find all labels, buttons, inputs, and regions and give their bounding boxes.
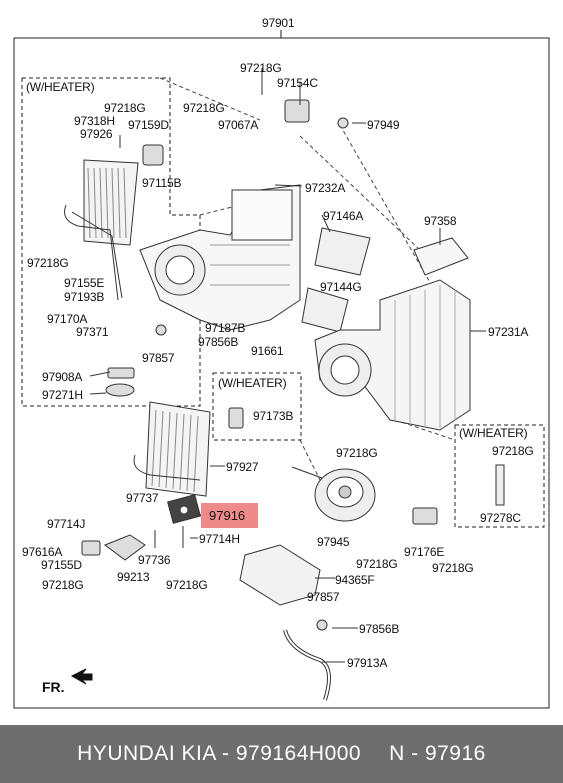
part-label: 97193B <box>64 290 105 304</box>
part-label: 97218G <box>492 444 534 458</box>
part-label: 97155E <box>64 276 105 290</box>
part-label: 97155D <box>41 558 82 572</box>
part-label: 97218G <box>27 256 69 270</box>
part-label: 97218G <box>42 578 84 592</box>
part-label: 97358 <box>424 214 457 228</box>
part-label: 97913A <box>347 656 388 670</box>
part-label: 97218G <box>183 101 225 115</box>
part-label: 97318H <box>74 114 115 128</box>
heater-group-label-left: (W/HEATER) <box>26 80 95 94</box>
part-label: 97231A <box>488 325 529 339</box>
part-label: 97926 <box>80 127 113 141</box>
part-label: 97927 <box>226 460 259 474</box>
part-label: 97170A <box>47 312 88 326</box>
part-label: 97857 <box>142 351 175 365</box>
part-label: 97218G <box>166 578 208 592</box>
part-label: 97067A <box>218 118 259 132</box>
part-label: 97146A <box>323 209 364 223</box>
part-label: 97737 <box>126 491 159 505</box>
footer-bar: HYUNDAI KIA - 979164H000 N - 97916 <box>0 725 563 783</box>
part-label: 91661 <box>251 344 284 358</box>
heater-group-label-right: (W/HEATER) <box>459 426 528 440</box>
part-label: 97856B <box>359 622 400 636</box>
part-label: 97187B <box>205 321 246 335</box>
part-label: 97159D <box>128 118 169 132</box>
exploded-view-drawing <box>13 30 550 709</box>
part-label: 97144G <box>320 280 362 294</box>
part-label: 97908A <box>42 370 83 384</box>
part-label: 97949 <box>367 118 400 132</box>
part-label: 99213 <box>117 570 150 584</box>
part-label: 97857 <box>307 590 340 604</box>
footer-code: N - 97916 <box>389 742 486 765</box>
part-label: 97232A <box>305 181 346 195</box>
part-label: 97218G <box>432 561 474 575</box>
front-direction-label: FR. <box>42 679 65 695</box>
highlighted-part-badge[interactable]: 97916 <box>201 503 258 528</box>
part-label: 97218G <box>240 61 282 75</box>
part-label: 97714H <box>199 532 240 546</box>
part-label: 97218G <box>336 446 378 460</box>
part-label: 97945 <box>317 535 350 549</box>
part-label: 97714J <box>47 517 86 531</box>
part-label: 97736 <box>138 553 171 567</box>
highlighted-part-number: 97916 <box>209 508 246 523</box>
heater-group-label-mid: (W/HEATER) <box>218 376 287 390</box>
part-label: 97856B <box>198 335 239 349</box>
parts-diagram: 97901 (W/HEATER) (W/HEATER) (W/HEATER) 9… <box>13 16 550 709</box>
part-label: 97371 <box>76 325 109 339</box>
part-label: 97173B <box>253 409 294 423</box>
part-label: 94365F <box>335 573 375 587</box>
part-label: 97154C <box>277 76 318 90</box>
part-label: 97218G <box>356 557 398 571</box>
footer-brand-part: HYUNDAI KIA - 979164H000 <box>77 742 362 765</box>
part-label: 97278C <box>480 511 521 525</box>
part-label: 97616A <box>22 545 63 559</box>
part-label: 97115B <box>142 176 182 190</box>
part-label: 97218G <box>104 101 146 115</box>
assembly-number: 97901 <box>262 16 295 30</box>
part-label: 97271H <box>42 388 83 402</box>
part-label: 97176E <box>404 545 445 559</box>
